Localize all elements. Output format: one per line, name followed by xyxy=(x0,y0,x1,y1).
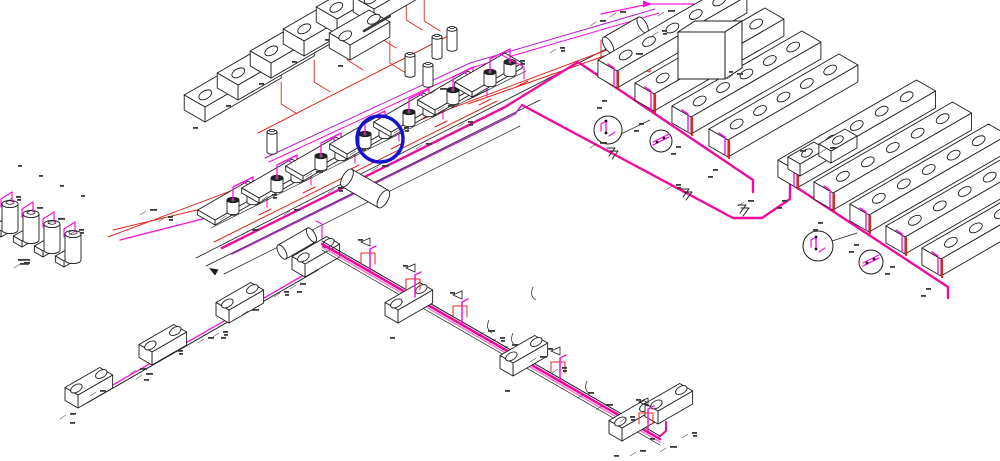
cooler-bank-group xyxy=(183,0,441,129)
storage-tanks-group xyxy=(0,165,85,268)
pipe-rack-run xyxy=(320,240,662,446)
small-skids-group xyxy=(787,128,858,177)
north-cube xyxy=(676,20,744,80)
southwest-run xyxy=(84,267,319,404)
highlight-circle xyxy=(355,114,405,164)
label-ticks xyxy=(5,10,837,457)
detail-callouts xyxy=(593,115,884,275)
manifold-group-b xyxy=(777,79,1000,297)
pipe-rack-risers xyxy=(358,237,655,432)
southwest-run-blocks xyxy=(64,236,341,424)
process-train-group xyxy=(197,16,649,260)
